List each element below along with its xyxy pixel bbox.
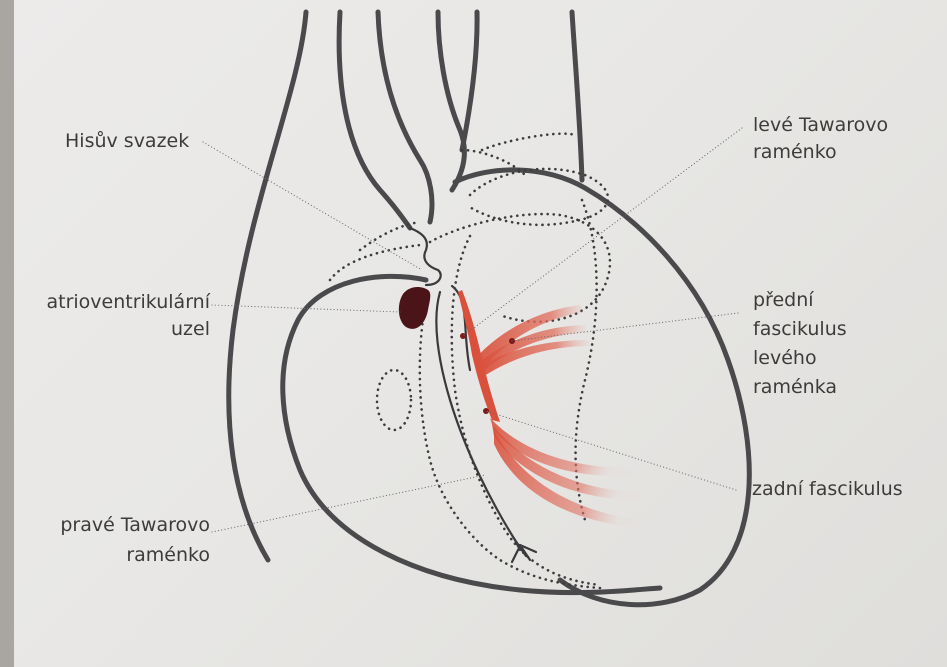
label-right-bundle-branch: pravé Tawarovo raménko (16, 510, 210, 570)
pulmonary-trunk-right (572, 12, 582, 180)
leader-right-bundle (212, 475, 485, 532)
label-anterior-fascicle: přední fascikulus levého raménka (753, 286, 847, 402)
pulmonary-right-wall (462, 12, 477, 150)
pulmonary-left-wall (438, 12, 464, 190)
dotted-fossa-ovalis (377, 370, 411, 430)
aorta-right-wall (378, 12, 432, 222)
label-posterior-fascicle: zadní fascikulus (752, 476, 903, 503)
vena-cava-left-wall (229, 12, 306, 560)
left-bundle-marker (460, 333, 466, 339)
posterior-fascicle-marker (483, 408, 489, 414)
septum-line (436, 292, 520, 550)
dotted-pulmonary-2 (482, 134, 575, 150)
av-node (399, 287, 430, 329)
label-left-bundle-branch: levé Tawarovo raménko (753, 112, 888, 166)
left-heart-outline (455, 170, 749, 605)
label-his-bundle: Hisův svazek (65, 128, 189, 155)
label-av-node: atrioventrikulární uzel (12, 289, 210, 343)
dotted-valve-ring (430, 214, 610, 322)
